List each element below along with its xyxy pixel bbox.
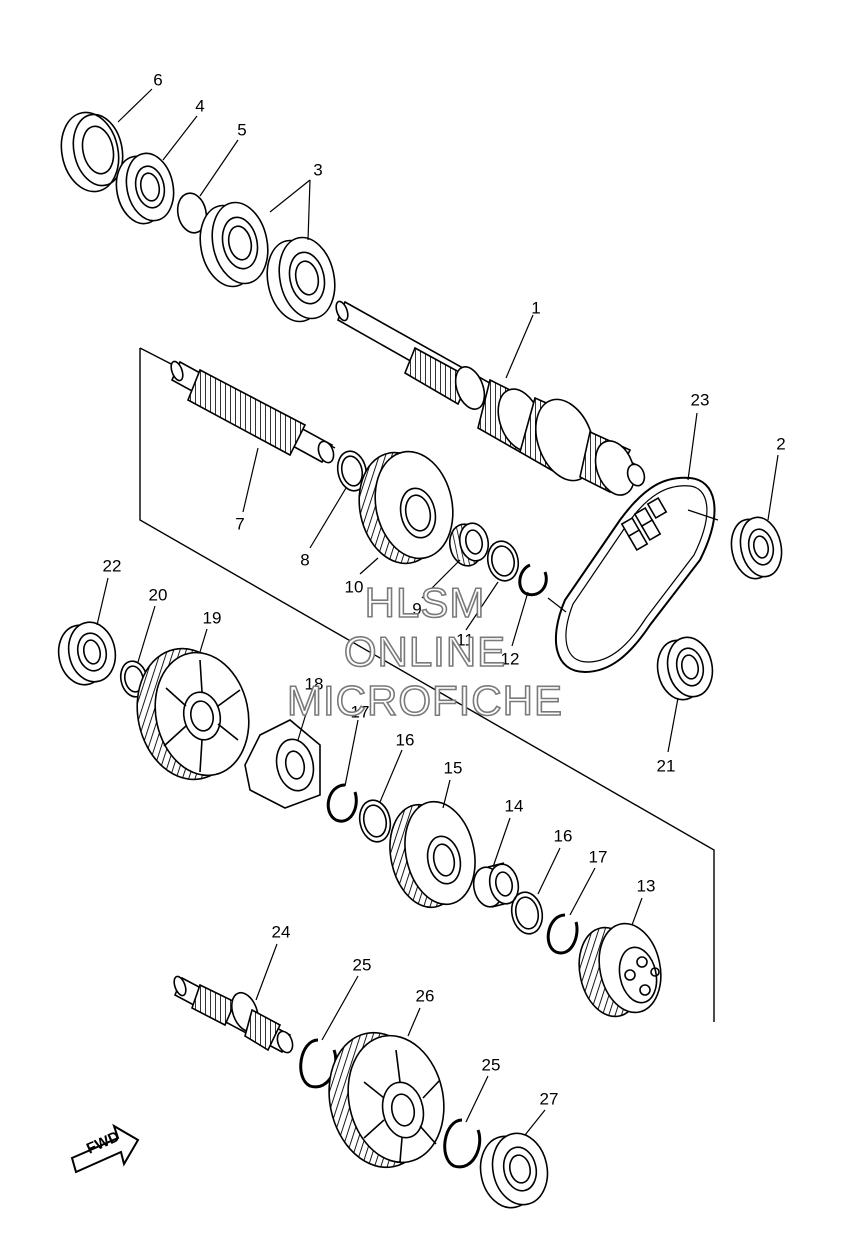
part-27-bearing [479,1132,549,1209]
callout-1: 1 [531,298,541,318]
callout-13: 13 [636,876,656,896]
callout-18: 18 [304,674,324,694]
part-16a-washer [358,799,392,843]
part-22-bearing [57,621,117,686]
part-23-chain [554,476,716,674]
callout-11: 11 [456,630,474,650]
part-3-bearing-a [199,201,269,288]
callout-15: 15 [443,758,463,778]
part-16b-washer [510,891,544,935]
callout-25b: 25 [481,1055,501,1075]
part-13-hub [578,922,662,1018]
callout-26: 26 [415,986,435,1006]
part-15-gear [389,800,476,909]
part-9-needle-bearing [448,522,490,567]
callout-9: 9 [412,599,422,619]
part-26-gear [328,1031,445,1169]
callout-27: 27 [539,1089,559,1109]
callout-12: 12 [500,649,520,669]
fwd-arrow-icon [70,1123,140,1174]
part-25b-circlip [443,1118,482,1169]
part-4-bearing [115,152,175,225]
callout-16a: 16 [395,730,415,750]
part-17b-circlip [546,913,579,955]
callout-25a: 25 [352,955,372,975]
callout-4: 4 [195,96,205,116]
callout-6: 6 [153,70,163,90]
leader-lines [96,88,779,1136]
part-14-collar [472,862,520,908]
part-1-main-shaft [335,300,646,496]
callout-14: 14 [504,796,524,816]
callout-7: 7 [235,514,245,534]
callout-5: 5 [237,120,247,140]
callout-16b: 16 [553,826,573,846]
callout-2: 2 [776,434,786,454]
callout-19: 19 [202,608,222,628]
callout-17a: 17 [350,702,370,722]
callout-22: 22 [102,556,122,576]
part-17a-circlip [326,783,358,823]
part-3-bearing-b [266,236,336,323]
callout-21: 21 [656,756,676,776]
callout-24: 24 [271,922,291,942]
callout-10: 10 [344,577,364,597]
part-24-output-shaft [173,975,294,1054]
part-18-dog-clutch [244,719,321,809]
callout-20: 20 [148,585,168,605]
callout-17b: 17 [588,847,608,867]
callout-8: 8 [300,550,310,570]
part-5-o-ring [176,192,208,234]
chain-links-detail [620,496,668,552]
part-12-circlip [518,563,548,597]
part-21-bearing [656,636,714,701]
part-19-gear [136,647,250,781]
part-2-bearing [730,516,783,580]
part-6-oil-seal [60,111,124,193]
part-8-washer [336,450,368,492]
part-11-washer [486,540,520,582]
part-10-gear [358,450,454,565]
part-7-drive-shaft [170,360,335,464]
callout-23: 23 [690,390,710,410]
callout-3: 3 [313,160,323,180]
parts-group [57,111,783,1209]
